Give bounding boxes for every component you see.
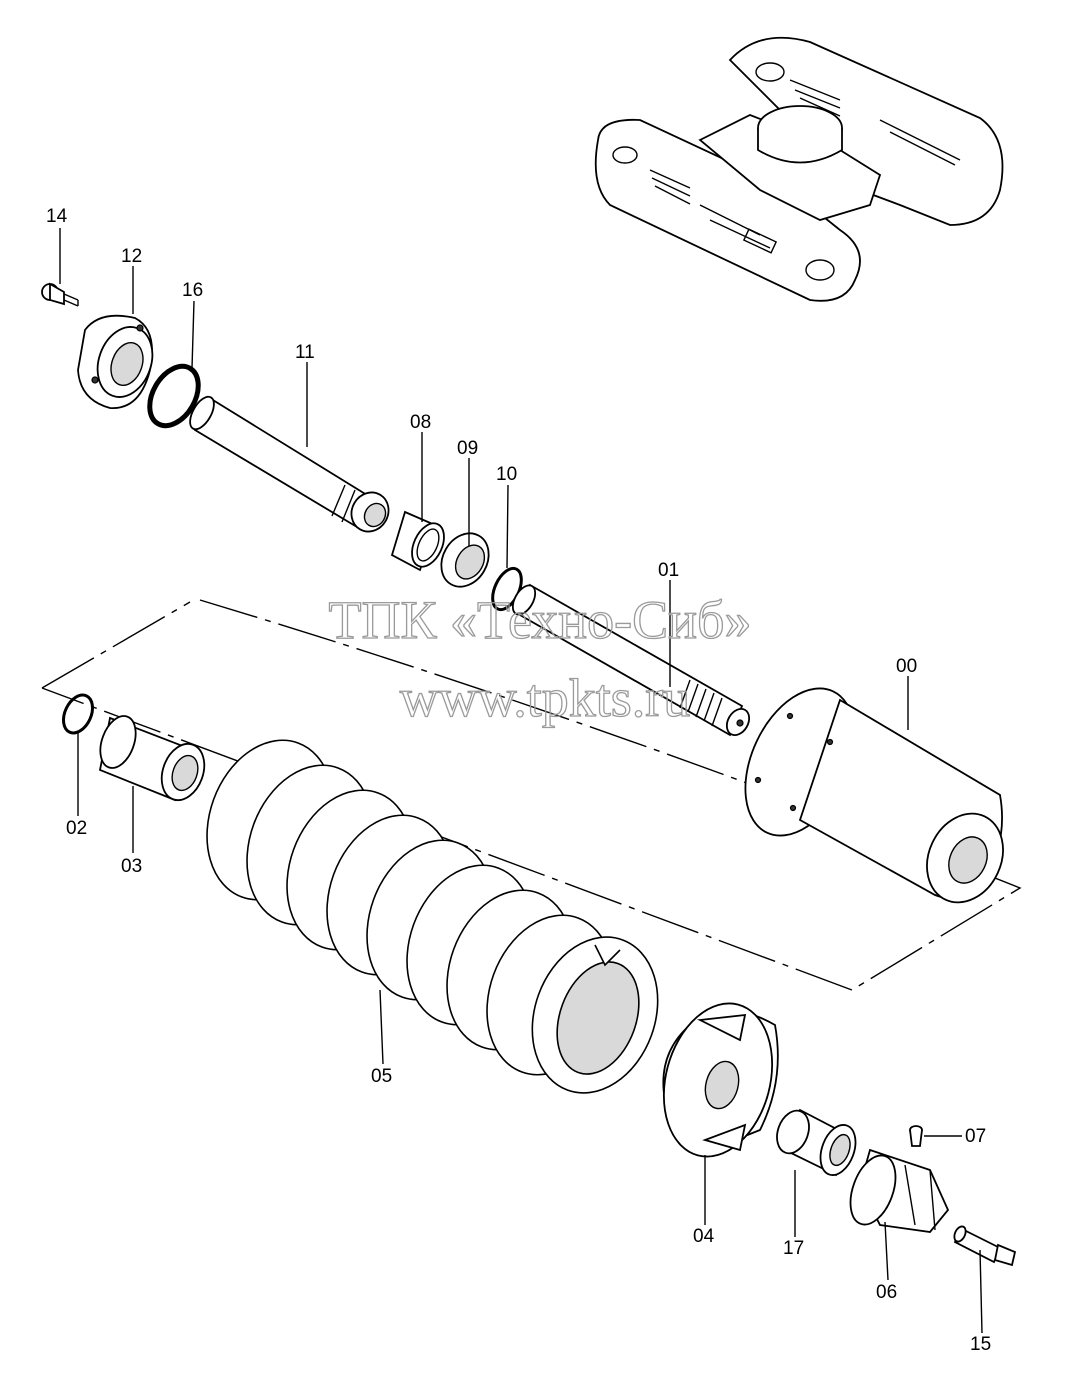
part-labels: 14 12 16 11 08 09 10 01 00 02 03 05 04 1… <box>46 206 991 1355</box>
label-part-17: 17 <box>783 1238 804 1259</box>
watermark-url: www.tpkts.ru <box>400 668 691 728</box>
coil-spring-part-05 <box>206 739 659 1094</box>
label-part-03: 03 <box>121 856 142 877</box>
hex-nut-part-06 <box>849 1148 950 1233</box>
undercarriage-overview-illustration <box>594 36 1004 302</box>
threaded-rod-part-01 <box>511 583 751 737</box>
label-part-10: 10 <box>496 464 517 485</box>
label-part-16: 16 <box>182 280 203 301</box>
bolt-part-14 <box>41 282 79 307</box>
label-part-15: 15 <box>970 1334 991 1355</box>
cylinder-body-part-00 <box>744 687 1004 904</box>
o-ring-part-16 <box>147 363 201 429</box>
label-part-11: 11 <box>295 342 315 363</box>
bushing-part-08 <box>390 510 445 572</box>
plug-part-07 <box>909 1125 923 1147</box>
watermark: ТПК «Техно-Сиб» www.tpkts.ru <box>328 589 752 728</box>
spacer-tube-part-03 <box>98 715 206 802</box>
label-part-05: 05 <box>371 1066 392 1087</box>
collar-part-17 <box>776 1108 857 1177</box>
o-ring-part-02 <box>61 693 95 735</box>
flange-bracket-part-12 <box>77 314 154 409</box>
spring-seat-part-04 <box>662 1002 779 1158</box>
label-part-01: 01 <box>658 560 679 581</box>
label-part-00: 00 <box>896 656 917 677</box>
label-part-06: 06 <box>876 1282 897 1303</box>
label-part-07: 07 <box>965 1126 986 1147</box>
rod-part-11 <box>189 395 390 533</box>
seal-part-09 <box>440 532 490 588</box>
label-part-02: 02 <box>66 818 87 839</box>
grease-fitting-part-15 <box>953 1225 1017 1267</box>
label-part-14: 14 <box>46 206 68 227</box>
watermark-company: ТПК «Техно-Сиб» <box>329 590 752 650</box>
label-part-04: 04 <box>693 1226 715 1247</box>
label-part-08: 08 <box>410 412 431 433</box>
leader-lines <box>59 228 983 1334</box>
label-part-09: 09 <box>457 438 478 459</box>
label-part-12: 12 <box>121 246 142 267</box>
